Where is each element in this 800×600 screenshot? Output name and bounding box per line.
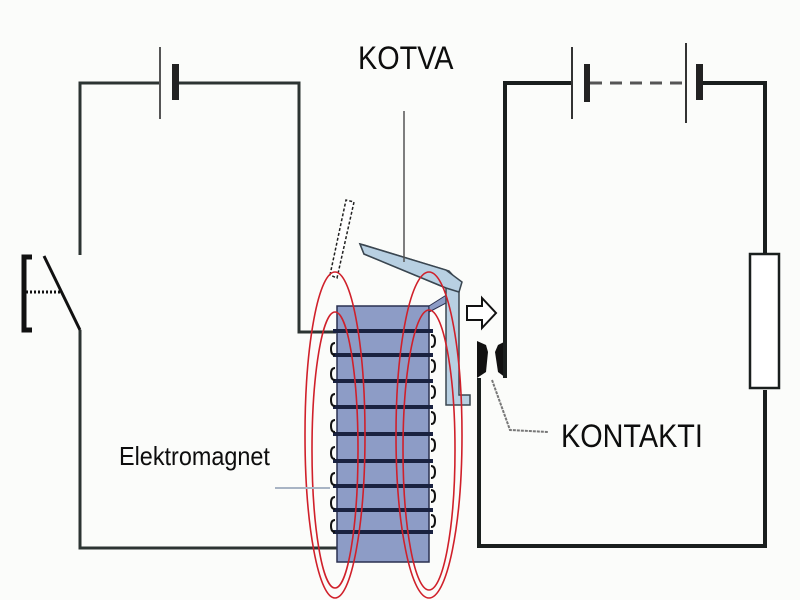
armature-upper-bar (358, 242, 463, 293)
magnetic-field-lines (304, 271, 463, 599)
control-battery-icon (159, 47, 179, 119)
load-battery-icon (571, 43, 703, 123)
contacts-label: KONTAKTI (561, 418, 703, 454)
electromagnet-label: Elektromagnet (119, 441, 270, 471)
electromagnet (329, 293, 449, 563)
armature-spring-icon (329, 199, 355, 280)
control-circuit (78, 81, 340, 550)
contact-fixed (477, 341, 488, 378)
contacts[interactable] (477, 341, 506, 548)
contacts-leader-line (491, 379, 549, 433)
coil-windings (333, 329, 433, 534)
movement-arrow-icon (466, 295, 498, 331)
push-switch-icon[interactable] (21, 254, 82, 333)
load-wire-right (703, 81, 767, 255)
armature-label: KOTVA (358, 40, 454, 76)
load-wire-left (503, 81, 572, 378)
coil-hooks (329, 334, 437, 533)
control-wire-top-right (178, 81, 336, 334)
control-wire-bottom (78, 330, 340, 550)
load-circuit (477, 81, 767, 548)
control-wire-top-left (78, 81, 160, 255)
load-resistor-icon (748, 252, 781, 390)
load-wire-bottom (477, 390, 767, 548)
